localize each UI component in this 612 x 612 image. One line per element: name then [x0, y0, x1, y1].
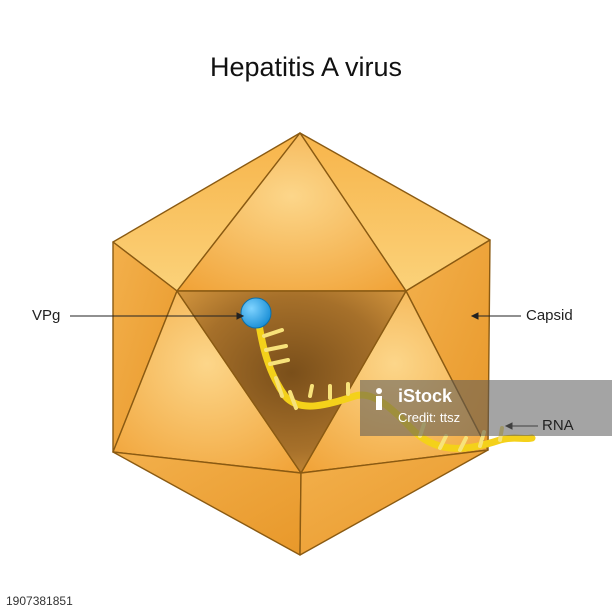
label-vpg: VPg — [32, 307, 61, 324]
watermark-credit: Credit: ttsz — [398, 410, 461, 425]
capsid-opening — [176, 290, 407, 474]
label-rna: RNA — [542, 417, 574, 434]
vpg-protein — [240, 297, 272, 329]
watermark-banner — [360, 380, 612, 436]
diagram-title: Hepatitis A virus — [209, 52, 403, 82]
footer-bar: 1907381851 — [0, 590, 612, 612]
istock-logo-icon — [376, 388, 382, 410]
watermark-brand: iStock — [398, 386, 453, 406]
capsid — [112, 132, 491, 556]
image-id: 1907381851 — [6, 594, 73, 608]
capsid-face-bottom-right — [299, 449, 489, 556]
label-capsid: Capsid — [526, 307, 573, 324]
